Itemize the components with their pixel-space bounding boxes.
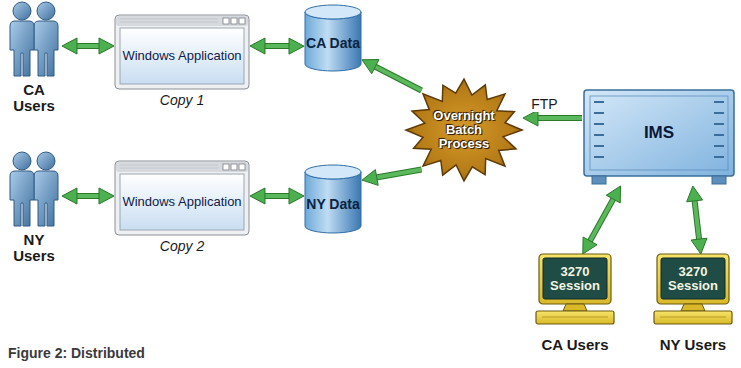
- node-sublabel: Copy 1: [114, 92, 250, 110]
- arrow-shaft: [694, 199, 699, 241]
- arrow-shaft-outline: [75, 193, 101, 199]
- node-label: IMS: [610, 108, 708, 158]
- arrow-shaft-outline: [694, 199, 699, 241]
- flow-arrow: [362, 60, 422, 91]
- arrow-head: [606, 186, 620, 203]
- window-node: Windows ApplicationCopy 1: [114, 14, 250, 110]
- node-label: NY Users: [6, 228, 62, 268]
- node-sublabel: NY Users: [654, 328, 732, 362]
- arrow-head: [99, 38, 114, 54]
- flow-arrow: [62, 38, 114, 54]
- arrow-head: [250, 188, 265, 204]
- arrow-shaft-outline: [375, 170, 422, 178]
- arrow-shaft: [263, 194, 291, 198]
- arrow-head: [62, 38, 77, 54]
- arrow-head: [523, 110, 538, 126]
- people-node: NY Users: [6, 150, 62, 268]
- arrow-shaft: [536, 116, 582, 120]
- people-node: CA Users: [6, 0, 62, 118]
- arrow-shaft: [75, 44, 101, 48]
- edge-label: FTP: [529, 96, 559, 112]
- node-label: CA Data: [306, 21, 360, 67]
- node-label: 3270 Session: [661, 258, 725, 299]
- flow-arrow: [583, 186, 621, 254]
- cylinder-node: NY Data: [304, 164, 362, 234]
- cylinder-node: CA Data: [304, 4, 362, 72]
- flow-arrow: [62, 188, 114, 204]
- arrow-head: [583, 237, 597, 254]
- window-node: Windows ApplicationCopy 2: [114, 160, 250, 256]
- splat-node: Overnight Batch Process: [405, 78, 523, 182]
- arrow-head: [691, 238, 707, 254]
- arrow-head: [62, 188, 77, 204]
- arrow-head: [250, 38, 265, 54]
- ims-node: IMS: [582, 88, 736, 186]
- arrow-shaft-outline: [374, 66, 422, 91]
- figure-caption: Figure 2: Distributed: [8, 345, 145, 361]
- arrow-head: [99, 188, 114, 204]
- arrow-shaft-outline: [75, 43, 101, 49]
- arrow-head: [289, 188, 304, 204]
- node-label: Windows Application: [122, 30, 242, 82]
- arrow-head: [362, 170, 378, 186]
- flow-arrow: [250, 38, 304, 54]
- node-sublabel: CA Users: [536, 328, 614, 362]
- flow-arrow: [250, 188, 304, 204]
- arrow-shaft: [75, 194, 101, 198]
- arrow-shaft-outline: [263, 43, 291, 49]
- arrow-shaft: [375, 170, 422, 178]
- arrow-shaft-outline: [536, 115, 582, 121]
- arrow-head: [289, 38, 304, 54]
- terminal-node: 3270 Session NY Users: [654, 254, 732, 362]
- arrow-shaft: [374, 66, 422, 91]
- flow-arrow: [362, 170, 422, 186]
- arrow-shaft-outline: [589, 197, 614, 242]
- flow-arrow: [523, 110, 582, 126]
- arrow-head: [362, 60, 379, 74]
- arrow-shaft: [589, 197, 614, 242]
- node-sublabel: Copy 2: [114, 238, 250, 256]
- people-shape: [6, 0, 62, 78]
- node-label: NY Data: [306, 181, 360, 229]
- people-shape: [6, 150, 62, 228]
- arrow-head: [687, 186, 703, 202]
- node-label: Windows Application: [122, 176, 242, 228]
- node-label: 3270 Session: [543, 258, 607, 299]
- flow-arrow: [687, 186, 707, 254]
- node-label: Overnight Batch Process: [428, 98, 500, 162]
- node-label: CA Users: [6, 78, 62, 118]
- arrow-shaft: [263, 44, 291, 48]
- terminal-node: 3270 Session CA Users: [536, 254, 614, 362]
- arrow-shaft-outline: [263, 193, 291, 199]
